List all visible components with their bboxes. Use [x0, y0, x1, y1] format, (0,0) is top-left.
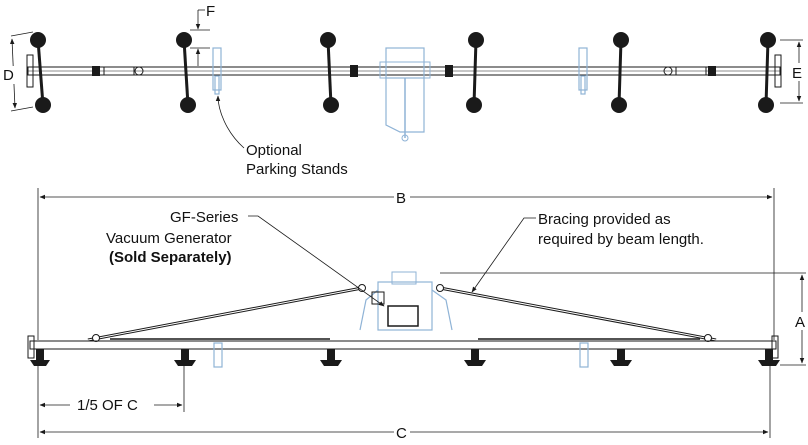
- vacuum-generator-side-icon: [359, 271, 453, 331]
- dim-a: A: [795, 314, 805, 331]
- dim-d: D: [3, 67, 14, 84]
- vacuum-generator-top-icon: [379, 47, 431, 142]
- bracing-label-1: Bracing provided as: [538, 211, 671, 228]
- bracing-label-2: required by beam length.: [538, 231, 704, 248]
- dim-one-fifth-c: 1/5 OF C: [77, 397, 138, 414]
- dim-b: B: [396, 190, 406, 207]
- dim-e: E: [792, 65, 802, 82]
- side-view: B: [27, 188, 808, 442]
- gf-series-label-2: Vacuum Generator: [106, 230, 232, 247]
- top-view: D E F Optional Parking Stands: [2, 3, 807, 178]
- gf-series-label-3: (Sold Separately): [109, 249, 232, 266]
- parking-stand-icon: [212, 47, 588, 95]
- optional-parking-stands-label-2: Parking Stands: [246, 161, 348, 178]
- vacuum-pad-side-icon: [30, 349, 780, 366]
- parking-stand-side-icon: [213, 342, 589, 368]
- beam-fittings: [92, 65, 716, 77]
- dim-f: F: [206, 3, 215, 20]
- vacuum-pad-icon: [30, 32, 776, 113]
- gf-series-label-1: GF-Series: [170, 209, 238, 226]
- optional-parking-stands-label-1: Optional: [246, 142, 302, 159]
- dim-c: C: [396, 425, 407, 442]
